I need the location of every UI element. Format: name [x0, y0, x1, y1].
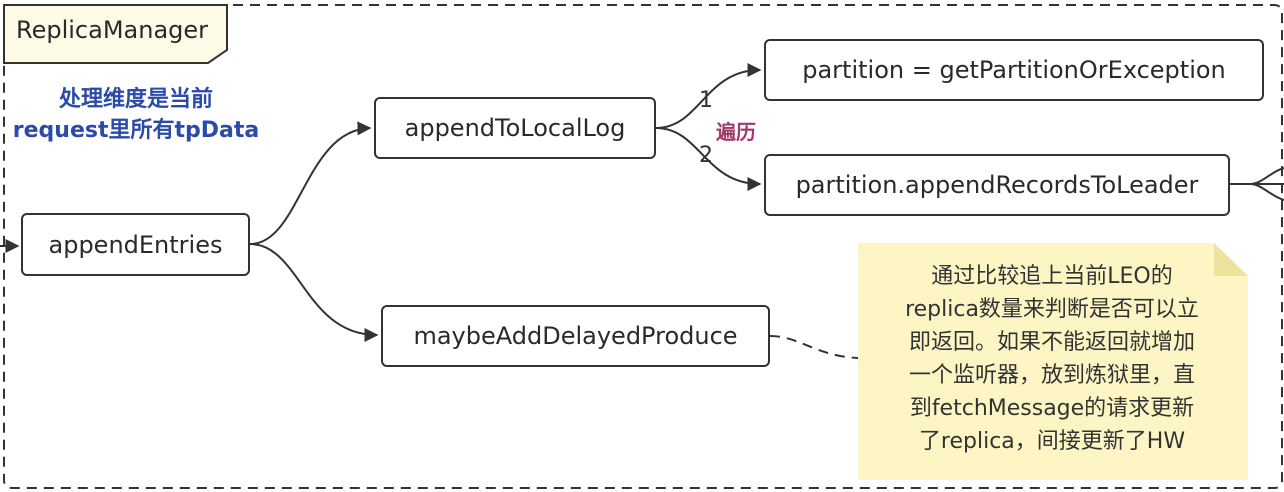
node-maybe-add-delayed-produce[interactable]: maybeAddDelayedProduce	[381, 305, 770, 367]
edge-label-iterate: 遍历	[716, 120, 756, 144]
sticky-line: 到fetchMessage的请求更新	[909, 396, 1195, 421]
sticky-line: 即返回。如果不能返回就增加	[908, 330, 1195, 355]
scope-note-line-1: 处理维度是当前	[58, 87, 213, 112]
sticky-note-fold	[1214, 243, 1248, 276]
edge-label-step-1: 1	[699, 88, 713, 113]
node-append-entries[interactable]: appendEntries	[21, 213, 250, 276]
edge-appendrecords-fanout	[1230, 167, 1284, 201]
title-tab	[3, 4, 228, 64]
frame-border	[3, 4, 1283, 489]
edge-entries-to-delayed	[249, 243, 379, 342]
node-append-to-local-log[interactable]: appendToLocalLog	[374, 97, 656, 159]
node-append-records-to-leader[interactable]: partition.appendRecordsToLeader	[764, 154, 1230, 216]
sticky-note	[858, 243, 1248, 480]
edge-entries-to-locallog	[249, 121, 372, 245]
sticky-line: replica数量来判断是否可以立	[905, 297, 1199, 322]
edge-locallog-to-appendrecords	[655, 127, 762, 191]
sticky-note-text: 通过比较追上当前LEO的 replica数量来判断是否可以立 即返回。如果不能返…	[876, 260, 1228, 458]
sticky-line: 了replica，间接更新了HW	[918, 429, 1186, 454]
edge-label-step-2: 2	[699, 143, 713, 168]
sticky-line: 通过比较追上当前LEO的	[931, 264, 1173, 289]
scope-note: 处理维度是当前 request里所有tpData	[0, 84, 272, 146]
sticky-line: 一个监听器，放到炼狱里，直	[908, 363, 1195, 388]
edge-locallog-to-getpartition	[655, 63, 762, 129]
scope-note-line-2: request里所有tpData	[12, 118, 260, 143]
frame-title: ReplicaManager	[16, 16, 209, 44]
node-get-partition-or-exception[interactable]: partition = getPartitionOrException	[764, 39, 1264, 101]
edge-delayed-to-note	[769, 335, 859, 359]
